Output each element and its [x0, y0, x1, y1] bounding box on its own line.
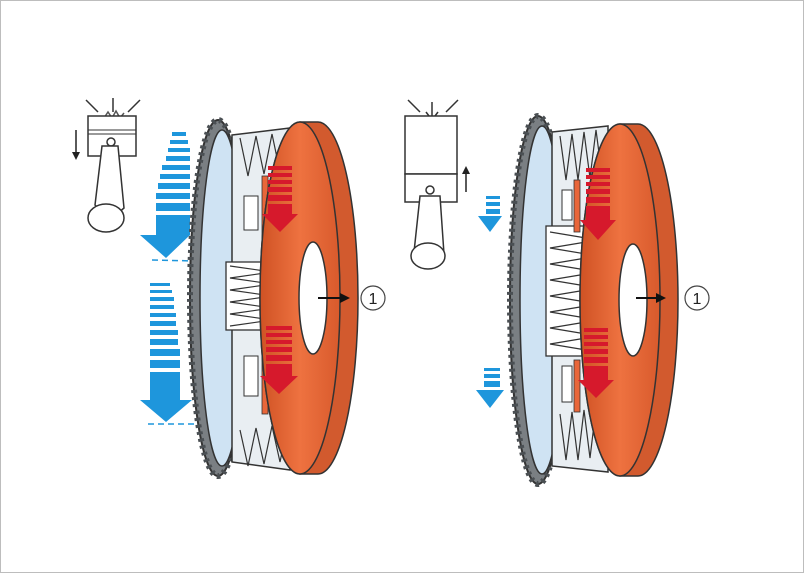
- piston-direction-arrow: [462, 166, 470, 192]
- spark-plug-icon: [86, 98, 140, 118]
- right-flow-arrow-top: [478, 196, 502, 232]
- callout-label: 1: [693, 291, 702, 308]
- right-assembly: 1: [405, 100, 709, 484]
- left-flow-arrow-top: [140, 132, 190, 258]
- right-callout-1: 1: [685, 286, 709, 310]
- left-callout-1: 1: [361, 286, 385, 310]
- callout-label: 1: [369, 291, 378, 308]
- left-assembly: 1: [72, 98, 385, 476]
- right-flow-arrow-bottom: [476, 368, 504, 408]
- piston-icon: [72, 98, 140, 232]
- piston-icon: [405, 100, 470, 269]
- left-flow-arrow-bottom: [140, 283, 192, 422]
- piston-direction-arrow: [72, 130, 80, 160]
